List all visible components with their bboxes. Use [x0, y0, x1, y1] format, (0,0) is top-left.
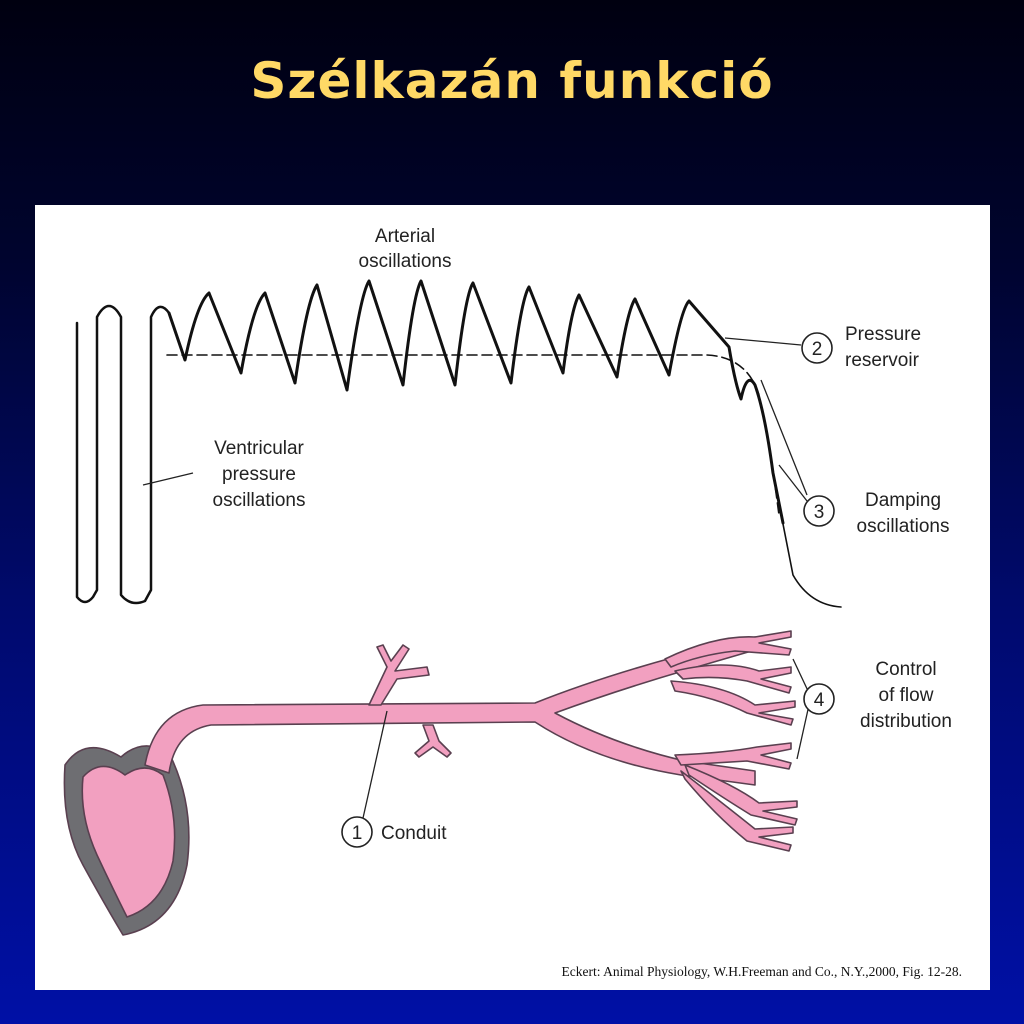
capillary-lower-3	[680, 770, 794, 852]
slide-title: Szélkazán funkció	[250, 52, 774, 110]
marker-2: 2	[812, 339, 823, 360]
capillary-lower-2	[684, 764, 798, 826]
label-arterial-line2: oscillations	[359, 251, 452, 272]
label-ventricular-line1: Ventricular	[214, 438, 304, 459]
vessel-tree	[63, 630, 798, 936]
figure-panel: 2 3 4 1 Arterial oscillations Ventricula…	[35, 205, 990, 990]
marker-2-circle	[801, 332, 833, 364]
marker-1: 1	[352, 823, 363, 844]
marker-group	[341, 332, 835, 848]
marker-3: 3	[814, 502, 825, 523]
label-pressure-line1: Pressure	[845, 324, 921, 345]
figure-caption: Eckert: Animal Physiology, W.H.Freeman a…	[561, 964, 963, 979]
leader-lines	[142, 337, 810, 828]
conduit-artery	[144, 636, 756, 786]
heart-chamber	[81, 765, 176, 918]
label-damping-line2: oscillations	[857, 516, 950, 537]
label-conduit: Conduit	[381, 823, 447, 844]
pressure-decay-trace	[772, 472, 842, 608]
marker-1-circle	[341, 816, 373, 848]
label-control-line3: distribution	[860, 711, 952, 732]
mean-pressure-dashed-line	[166, 354, 780, 516]
label-ventricular-line2: pressure	[222, 464, 296, 485]
marker-4: 4	[814, 690, 825, 711]
capillary-lower-1	[674, 742, 792, 770]
lower-branch	[414, 724, 452, 758]
label-ventricular-line3: oscillations	[213, 490, 306, 511]
arterial-oscillation-trace	[167, 279, 785, 525]
capillary-upper-2	[674, 664, 792, 694]
label-control-line2: of flow	[879, 685, 934, 706]
label-arterial-line1: Arterial	[375, 226, 435, 247]
capillary-upper-3	[670, 680, 796, 726]
label-damping-line1: Damping	[865, 490, 941, 511]
label-pressure-line2: reservoir	[845, 350, 920, 371]
ventricular-pressure-trace	[75, 304, 171, 605]
label-control-line1: Control	[875, 659, 936, 680]
marker-4-circle	[803, 683, 835, 715]
capillary-upper-1	[664, 630, 792, 668]
upper-branch	[368, 644, 430, 706]
marker-3-circle	[803, 495, 835, 527]
pressure-curves	[75, 279, 842, 608]
windkessel-diagram: 2 3 4 1 Arterial oscillations Ventricula…	[63, 226, 952, 936]
